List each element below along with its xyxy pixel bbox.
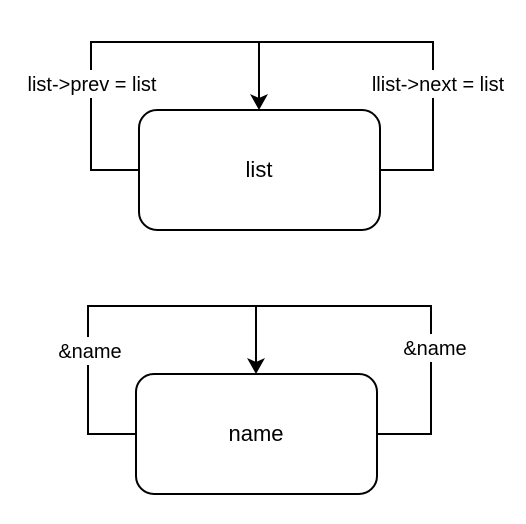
name-left-loop-label: &name xyxy=(58,341,121,363)
node-list-box xyxy=(138,109,381,231)
name-right-loop-edge xyxy=(256,305,432,435)
list-left-label-bg xyxy=(20,70,166,98)
list-left-loop-edge xyxy=(90,41,259,171)
list-loop-arrowhead xyxy=(250,94,268,110)
name-left-label-bg xyxy=(52,337,128,365)
name-right-label-bg xyxy=(397,334,473,362)
diagram-name: name &name &name xyxy=(52,305,473,495)
diagram-list: list list->prev = list llist->next = lis… xyxy=(20,41,512,231)
name-right-loop-label: &name xyxy=(403,338,466,360)
list-right-loop-label: llist->next = list xyxy=(372,74,505,96)
list-left-loop-label: list->prev = list xyxy=(28,74,157,96)
node-name-label: name xyxy=(228,421,283,446)
list-right-loop-edge xyxy=(259,41,434,171)
list-right-label-bg xyxy=(364,70,512,98)
node-name-box xyxy=(135,373,378,495)
name-left-loop-edge xyxy=(87,305,256,435)
name-loop-arrowhead xyxy=(247,358,265,374)
node-list-label: list xyxy=(246,157,273,182)
